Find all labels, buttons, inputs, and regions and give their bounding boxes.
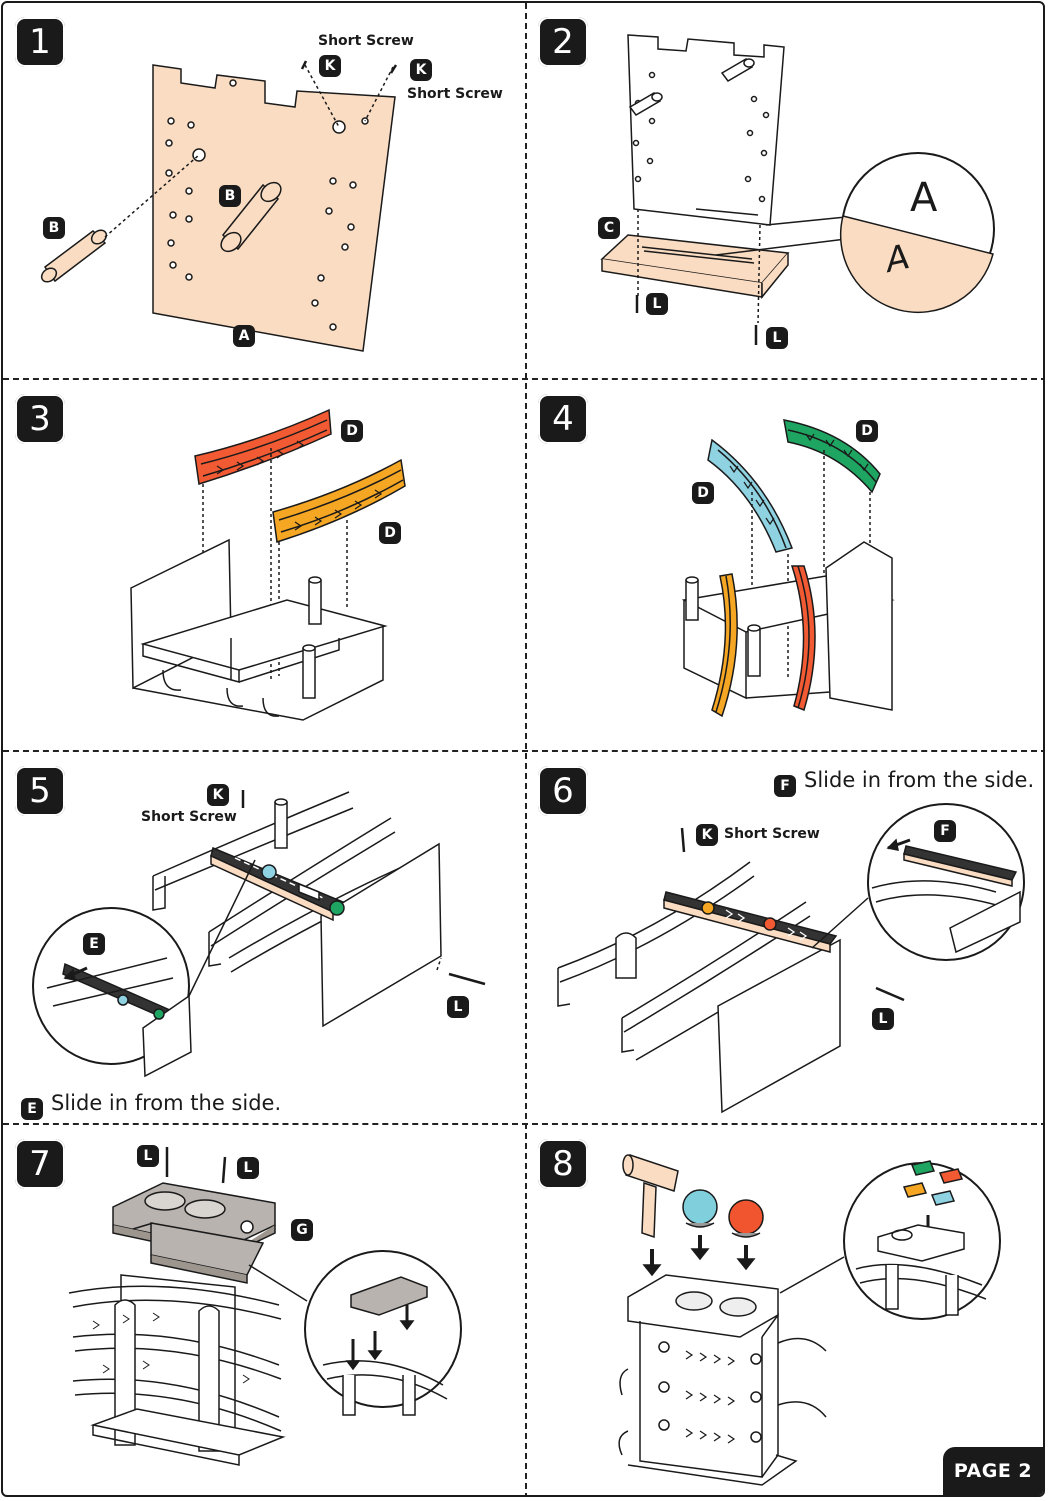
step-number-badge: 1 — [15, 17, 65, 67]
step-6-panel: 6 F Slide in from the side. K Short Screw… — [526, 752, 1043, 1123]
zoom-letter-upper: A — [910, 175, 938, 221]
slide-note-text: Slide in from the side. — [51, 1091, 282, 1115]
step-4-panel: 4 D D — [526, 380, 1043, 750]
part-tag-k: K — [207, 784, 229, 806]
step-1-panel: 1 Short Screw K K Short Screw B B A — [3, 3, 525, 378]
part-tag-l: L — [447, 996, 469, 1018]
part-tag-d: D — [341, 420, 363, 442]
short-screw-label: Short Screw — [318, 33, 414, 49]
part-tag-k: K — [319, 55, 341, 77]
page-number-tag: PAGE 2 — [943, 1447, 1043, 1495]
horizontal-divider-3 — [3, 1123, 1043, 1125]
part-tag-a: A — [233, 325, 255, 347]
slide-note: F Slide in from the side. — [774, 768, 1034, 797]
step-5-panel: 5 K Short Screw E L E Slide in from the s… — [3, 752, 525, 1123]
step-7-panel: 7 L L G — [3, 1125, 525, 1495]
step-number-badge: 5 — [15, 766, 65, 816]
step-3-illustration — [130, 408, 406, 721]
part-tag-g: G — [291, 1219, 313, 1241]
step-8-illustration — [618, 1154, 1001, 1486]
horizontal-divider-2 — [3, 750, 1043, 752]
step-number-badge: 8 — [538, 1139, 588, 1189]
step-6-illustration — [557, 803, 1025, 1114]
part-tag-k: K — [410, 59, 432, 81]
part-tag-d: D — [379, 522, 401, 544]
part-tag-l: L — [766, 327, 788, 349]
part-tag-c: C — [598, 217, 620, 239]
step-2-illustration — [600, 34, 995, 345]
step-3-panel: 3 D D — [3, 380, 525, 750]
short-screw-label: Short Screw — [141, 809, 237, 825]
step-number-badge: 7 — [15, 1139, 65, 1189]
step-number-badge: 6 — [538, 766, 588, 816]
step-4-illustration — [681, 419, 895, 718]
step-number-badge: 4 — [538, 394, 588, 444]
part-tag-l: L — [137, 1145, 159, 1167]
part-tag-d: D — [692, 482, 714, 504]
short-screw-label: Short Screw — [724, 826, 820, 842]
part-tag-e: E — [83, 933, 105, 955]
slide-note-text: Slide in from the side. — [804, 768, 1035, 792]
step-number-badge: 3 — [15, 394, 65, 444]
part-tag-b: B — [219, 185, 241, 207]
part-tag-e: E — [21, 1098, 43, 1120]
part-tag-f: F — [934, 820, 956, 842]
short-screw-label: Short Screw — [407, 86, 503, 102]
vertical-divider — [525, 3, 527, 1495]
step-number-badge: 2 — [538, 17, 588, 67]
part-tag-l: L — [872, 1008, 894, 1030]
step-8-panel: 8 — [526, 1125, 1043, 1495]
slide-note: E Slide in from the side. — [21, 1091, 281, 1120]
step-5-illustration — [32, 790, 486, 1078]
part-tag-k: K — [696, 824, 718, 846]
part-tag-f: F — [774, 775, 796, 797]
step-2-panel: 2 C L L A A — [526, 3, 1043, 378]
step-7-illustration — [68, 1147, 462, 1466]
part-tag-l: L — [237, 1157, 259, 1179]
horizontal-divider-1 — [3, 378, 1043, 380]
part-tag-b: B — [43, 217, 65, 239]
part-tag-d: D — [856, 420, 878, 442]
step-1-illustration — [40, 60, 398, 352]
part-tag-l: L — [646, 293, 668, 315]
